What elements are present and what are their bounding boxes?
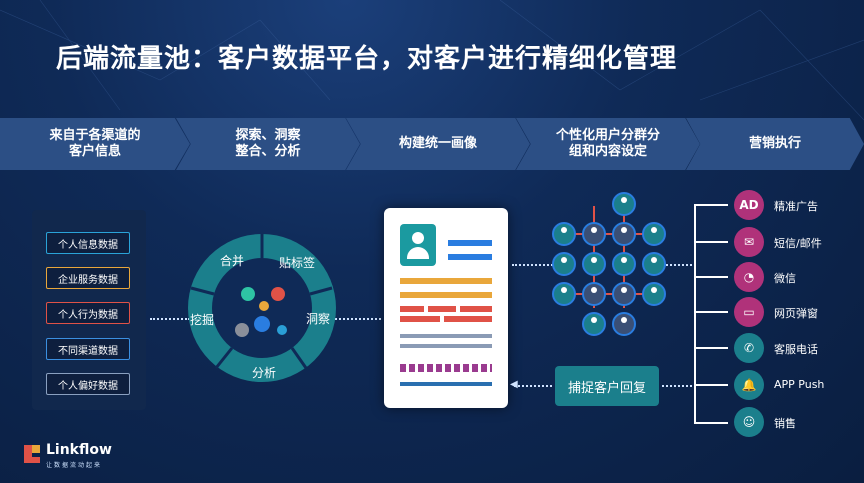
step-marketing-execution: 营销执行 — [686, 118, 864, 170]
capture-reply-box: 捕捉客户回复 — [555, 366, 659, 406]
step-unified-profile: 构建统一画像 — [346, 118, 530, 170]
bell-icon: 🔔 — [734, 370, 764, 400]
connector-wheel-card — [335, 318, 381, 320]
connector-capture-card — [514, 385, 552, 387]
logo-tagline: 让数据流动起来 — [46, 462, 103, 469]
channel-service-call: 客服电话 — [774, 343, 818, 356]
wheel-label-merge: 合并 — [220, 254, 245, 268]
wheel-dot — [241, 287, 255, 301]
arrow-left-icon: ◀ — [510, 379, 518, 390]
source-personal-behavior: 个人行为数据 — [46, 302, 130, 324]
connector-channels-capture — [662, 385, 692, 387]
wheel-dot — [277, 325, 287, 335]
source-preferences: 个人偏好数据 — [46, 373, 130, 395]
wheel-label-analyze: 分析 — [252, 366, 277, 380]
channel-bracket — [694, 204, 696, 424]
channel-wechat: 微信 — [774, 272, 796, 285]
wechat-icon: ◔ — [734, 262, 764, 292]
step-channel-info: 来自于各渠道的 客户信息 — [0, 118, 190, 170]
avatar-icon — [400, 224, 436, 266]
segmentation-network — [552, 192, 666, 336]
page-title: 后端流量池：客户数据平台，对客户进行精细化管理 — [56, 44, 678, 74]
channel-sales: 销售 — [774, 417, 796, 430]
wheel-label-insight: 洞察 — [306, 312, 331, 326]
phone-icon: ✆ — [734, 333, 764, 363]
webpage-icon: ▭ — [734, 297, 764, 327]
channel-web-popup: 网页弹窗 — [774, 307, 818, 320]
connector-left — [150, 318, 190, 320]
step-segmentation: 个性化用户分群分 组和内容设定 — [516, 118, 700, 170]
linkflow-logo-icon — [24, 445, 40, 463]
source-channels: 不同渠道数据 — [46, 338, 130, 360]
wheel-dot — [259, 301, 269, 311]
ad-icon: AD — [734, 190, 764, 220]
wheel-label-tag: 贴标签 — [279, 256, 316, 270]
analysis-wheel — [188, 234, 336, 382]
wheel-dot — [254, 316, 270, 332]
wheel-dot — [271, 287, 285, 301]
wheel-label-mine: 挖掘 — [190, 313, 215, 327]
source-personal-info: 个人信息数据 — [46, 232, 130, 254]
channel-ads: 精准广告 — [774, 200, 818, 213]
channel-sms-email: 短信/邮件 — [774, 237, 822, 250]
connector-card-segments — [512, 264, 556, 266]
channel-app-push: APP Push — [774, 378, 825, 391]
unified-profile-card — [384, 208, 508, 408]
wheel-dot — [235, 323, 249, 337]
logo-name: Linkflow — [46, 442, 112, 458]
step-explore-analyze: 探索、洞察 整合、分析 — [176, 118, 360, 170]
connector-segments-channels — [650, 264, 692, 266]
source-enterprise-service: 企业服务数据 — [46, 267, 130, 289]
salesperson-icon: ☺ — [734, 407, 764, 437]
mail-icon: ✉ — [734, 227, 764, 257]
